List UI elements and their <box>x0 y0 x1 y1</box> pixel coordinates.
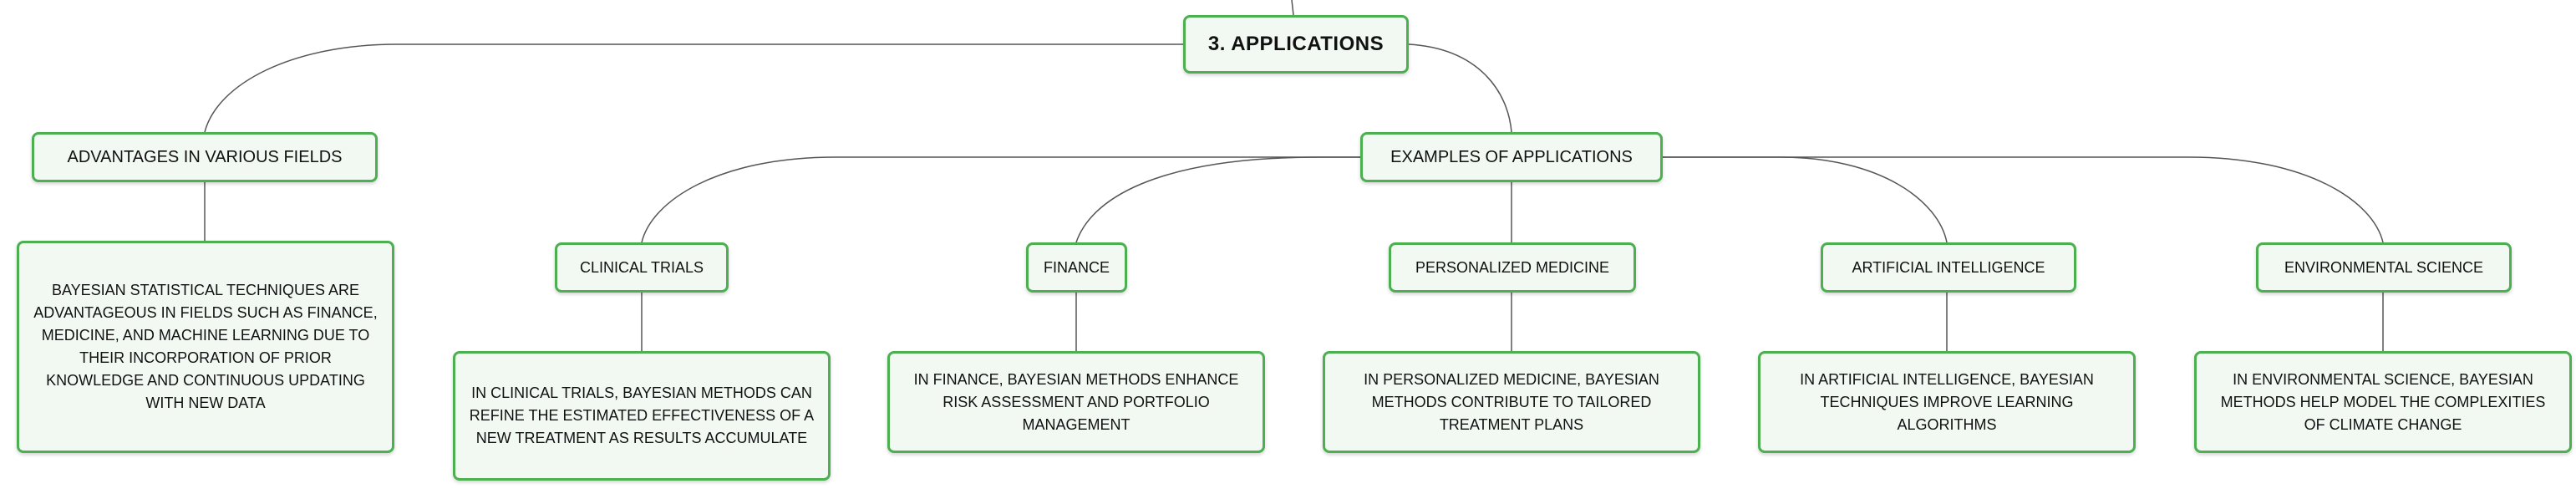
environmental-science-node[interactable]: ENVIRONMENTAL SCIENCE <box>2256 242 2512 293</box>
advantages-node[interactable]: ADVANTAGES IN VARIOUS FIELDS <box>32 132 378 182</box>
environmental-science-description: IN ENVIRONMENTAL SCIENCE, BAYESIAN METHO… <box>2220 370 2546 433</box>
artificial-intelligence-description: IN ARTIFICIAL INTELLIGENCE, BAYESIAN TEC… <box>1800 370 2094 433</box>
clinical-trials-description-node[interactable]: IN CLINICAL TRIALS, BAYESIAN METHODS CAN… <box>453 351 831 481</box>
artificial-intelligence-label: ARTIFICIAL INTELLIGENCE <box>1852 258 2045 276</box>
artificial-intelligence-description-node[interactable]: IN ARTIFICIAL INTELLIGENCE, BAYESIAN TEC… <box>1758 351 2136 453</box>
clinical-trials-label: CLINICAL TRIALS <box>579 258 704 276</box>
advantages-description: BAYESIAN STATISTICAL TECHNIQUES ARE ADVA… <box>33 282 378 411</box>
environmental-science-label: ENVIRONMENTAL SCIENCE <box>2284 258 2484 276</box>
connector-root-advantages <box>204 43 1183 133</box>
personalized-medicine-node[interactable]: PERSONALIZED MEDICINE <box>1389 242 1636 293</box>
connector-examples-environmental <box>1663 156 2384 243</box>
connector-examples-ai <box>1663 156 1948 243</box>
personalized-medicine-label: PERSONALIZED MEDICINE <box>1415 258 1610 276</box>
finance-node[interactable]: FINANCE <box>1026 242 1127 293</box>
examples-node[interactable]: EXAMPLES OF APPLICATIONS <box>1360 132 1663 182</box>
finance-description-node[interactable]: IN FINANCE, BAYESIAN METHODS ENHANCE RIS… <box>887 351 1265 453</box>
connector-root-examples <box>1408 43 1512 133</box>
clinical-trials-description: IN CLINICAL TRIALS, BAYESIAN METHODS CAN… <box>469 385 815 446</box>
artificial-intelligence-node[interactable]: ARTIFICIAL INTELLIGENCE <box>1821 242 2076 293</box>
root-node[interactable]: 3. APPLICATIONS <box>1183 15 1409 74</box>
connector-parent-root <box>1291 0 1294 16</box>
advantages-description-node[interactable]: BAYESIAN STATISTICAL TECHNIQUES ARE ADVA… <box>17 241 394 453</box>
finance-description: IN FINANCE, BAYESIAN METHODS ENHANCE RIS… <box>913 370 1239 433</box>
connector-examples-clinical <box>641 156 1360 243</box>
advantages-label: ADVANTAGES IN VARIOUS FIELDS <box>67 147 343 166</box>
finance-label: FINANCE <box>1043 258 1110 276</box>
connector-examples-finance <box>1075 156 1360 243</box>
personalized-medicine-description-node[interactable]: IN PERSONALIZED MEDICINE, BAYESIAN METHO… <box>1323 351 1700 453</box>
clinical-trials-node[interactable]: CLINICAL TRIALS <box>555 242 729 293</box>
root-label: 3. APPLICATIONS <box>1207 33 1385 55</box>
environmental-science-description-node[interactable]: IN ENVIRONMENTAL SCIENCE, BAYESIAN METHO… <box>2194 351 2572 453</box>
personalized-medicine-description: IN PERSONALIZED MEDICINE, BAYESIAN METHO… <box>1364 370 1659 433</box>
examples-label: EXAMPLES OF APPLICATIONS <box>1390 147 1633 166</box>
